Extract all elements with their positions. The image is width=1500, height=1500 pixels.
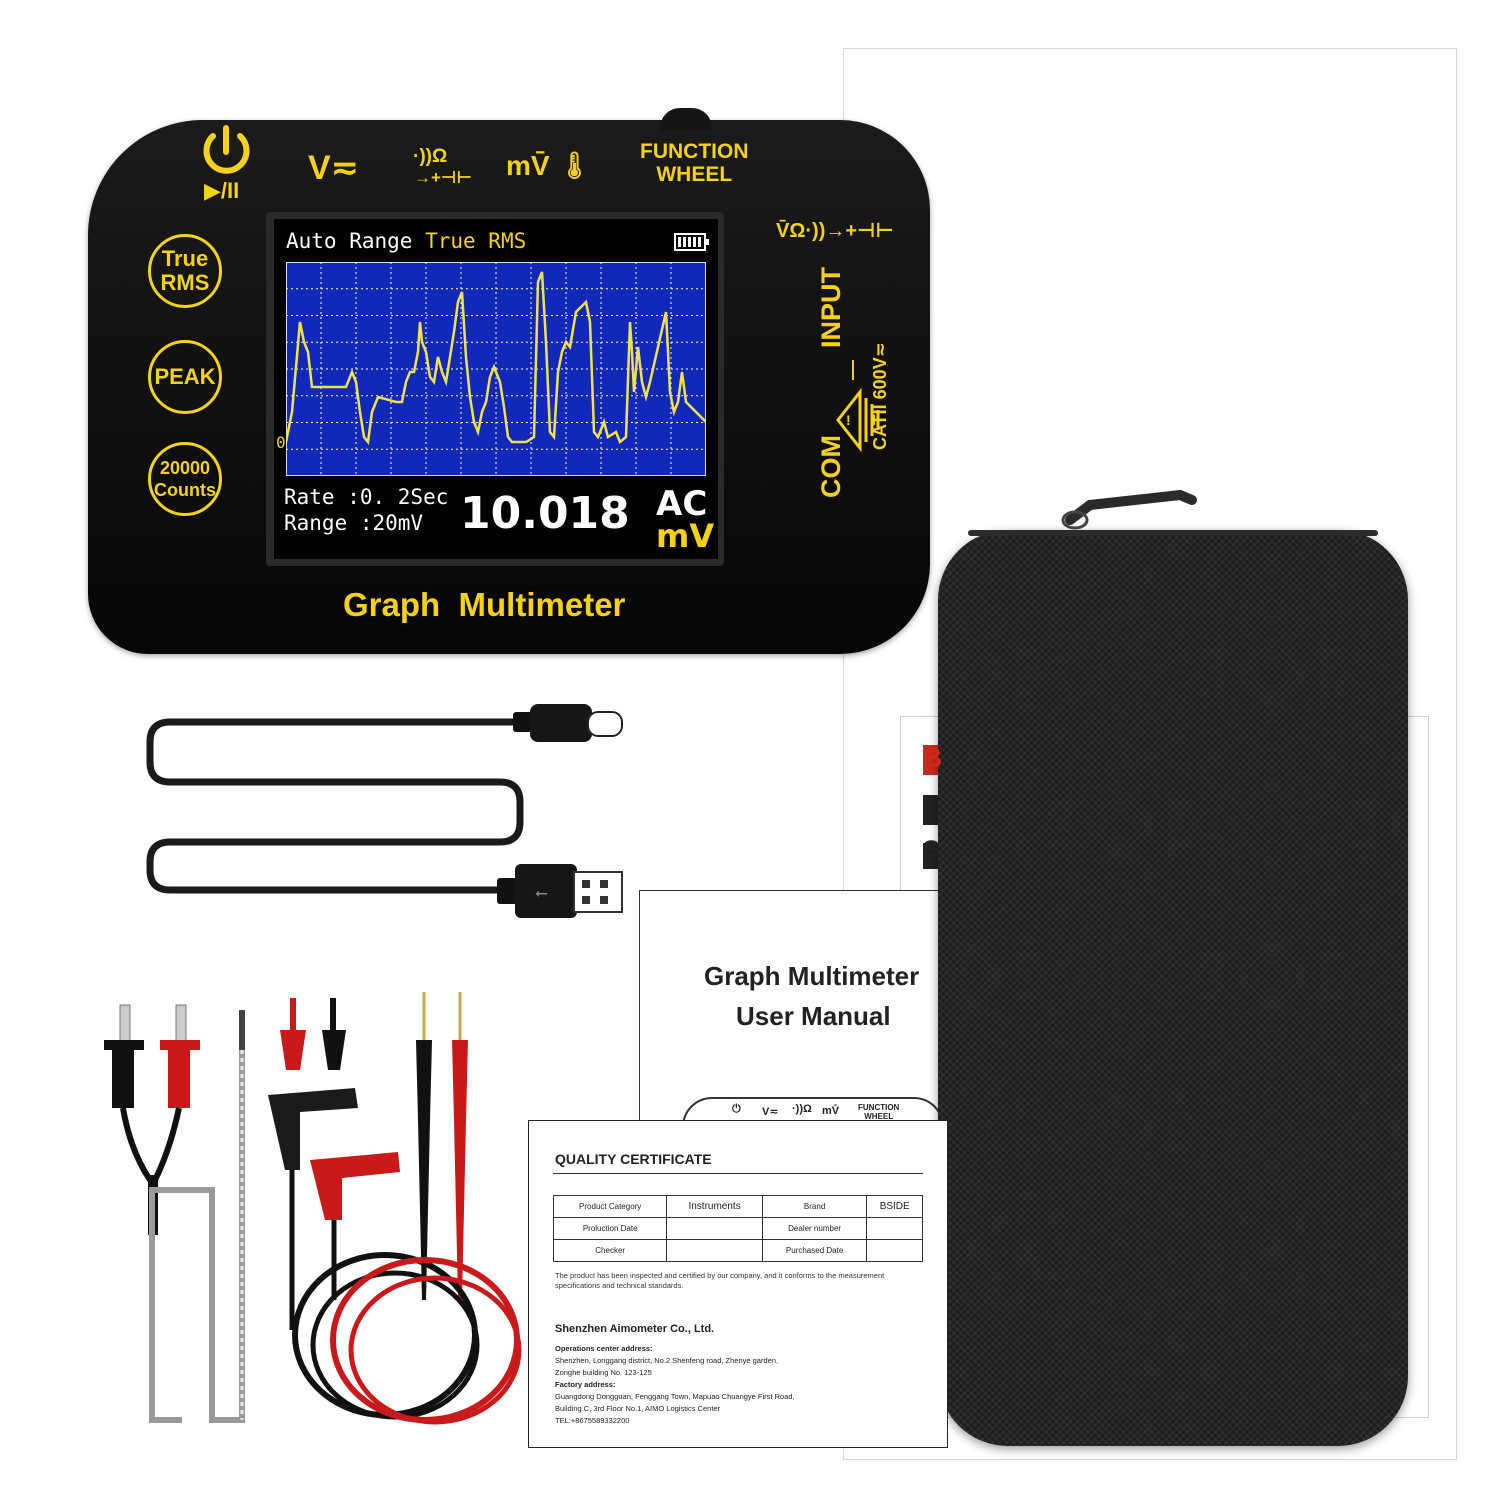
table-row: Proluction Date Dealer number [552, 1217, 923, 1240]
counts-line2: Counts [154, 480, 216, 500]
ops-label: Operations center address: [555, 1344, 653, 1353]
play-pause-label: ▶/II [204, 178, 240, 203]
table-row: Product Category Instruments Brand BSIDE [552, 1195, 923, 1218]
table-row: Checker Purchased Date [552, 1239, 923, 1262]
certificate-rule [553, 1173, 923, 1174]
volt-mode-label: V≂ [308, 149, 360, 187]
input-jack-label: INPUT [816, 267, 846, 348]
table-cell: Instruments [666, 1195, 763, 1218]
brand-name: Graph Multimeter [343, 586, 625, 624]
table-cell: Dealer number [761, 1217, 868, 1240]
lcd-screen: Auto Range True RMS 0 Rate :0. 2Sec Rang… [274, 219, 718, 559]
svg-text:⭠: ⭠ [535, 883, 548, 902]
inner-sheet-letter-b: B [922, 742, 943, 773]
manual-title-line2: User Manual [736, 1001, 891, 1031]
quality-certificate: QUALITY CERTIFICATE Product Category Ins… [528, 1120, 948, 1448]
user-manual: Graph Multimeter User Manual ⏻ V≂ ·))Ω m… [639, 890, 944, 1139]
factory-line2: Building C, 3rd Floor No.1, AIMO Logisti… [555, 1404, 721, 1413]
manual-function-label: FUNCTION WHEEL [858, 1103, 899, 1121]
cat-rating-label: CATII 600V≂ [870, 342, 890, 450]
counts-line1: 20000 [159, 458, 211, 478]
ops-line2: Zonghe building No. 123-125 [555, 1368, 652, 1377]
function-wheel-label: FUNCTION WHEEL [640, 140, 749, 186]
telephone: TEL:+8675589332200 [555, 1416, 630, 1425]
function-wheel-knob[interactable] [660, 108, 712, 130]
brand-word-graph: Graph [343, 586, 441, 623]
red-letter-block [923, 745, 941, 775]
unit-ac: AC [656, 484, 708, 524]
peak-label: PEAK [154, 364, 216, 389]
rate-readout: Rate :0. 2Sec [284, 485, 449, 509]
ops-line1: Shenzhen, Longgang district, No.2 Shenfe… [555, 1356, 779, 1365]
svg-text:!: ! [846, 412, 851, 428]
diode-cap-mode-label: →+⊣⊢ [414, 168, 473, 187]
input-symbols-label: V̄Ω·))→+⊣⊢ [776, 220, 894, 242]
waveform-trace [286, 271, 706, 446]
certificate-title: QUALITY CERTIFICATE [555, 1151, 712, 1167]
table-cell: Purchased Date [761, 1239, 868, 1262]
manual-function-line1: FUNCTION [858, 1103, 900, 1112]
manual-title-line1: Graph Multimeter [704, 961, 920, 991]
com-jack-label: COM [816, 435, 846, 498]
inner-sheet-letter-g: G [922, 836, 941, 863]
table-cell [666, 1239, 763, 1262]
carrying-case [938, 530, 1408, 1446]
black-letter-block [923, 843, 941, 869]
company-name: Shenzhen Aimometer Co., Ltd. [555, 1323, 715, 1335]
manual-power-icon: ⏻ [732, 1103, 741, 1115]
manual-resistance-label: ·))Ω [792, 1103, 812, 1115]
operations-address: Operations center address: Shenzhen, Lon… [555, 1343, 925, 1427]
millivolt-mode-label: mV̄ [506, 150, 550, 181]
table-cell: Proluction Date [552, 1217, 668, 1240]
manual-millivolt-label: mV̄ [822, 1105, 840, 1117]
function-wheel-line2: WHEEL [656, 163, 733, 186]
factory-label: Factory address: [555, 1380, 616, 1389]
range-readout: Range :20mV [284, 511, 424, 535]
waveform-plot [286, 262, 706, 476]
brand-word-multimeter: Multimeter [458, 586, 626, 623]
thermometer-icon: 🌡 [558, 150, 592, 180]
multimeter-device: ▶/II V≂ ·))Ω →+⊣⊢ mV̄ 🌡 FUNCTION WHEEL T… [88, 108, 930, 654]
true-rms-indicator: True RMS [425, 229, 527, 253]
manual-function-line2: WHEEL [864, 1112, 894, 1121]
peak-button[interactable]: PEAK [148, 340, 222, 414]
table-cell [866, 1217, 923, 1240]
main-reading: 10.018 [460, 488, 630, 539]
factory-line1: Guangdong Dongguan, Fenggang Town, Mapua… [555, 1392, 795, 1401]
black-qr-block [923, 795, 941, 825]
table-cell: BSIDE [866, 1195, 923, 1218]
auto-range-label: Auto Range [286, 229, 413, 253]
true-rms-line2: RMS [160, 270, 210, 295]
battery-icon [674, 233, 709, 251]
table-cell: Checker [552, 1239, 668, 1262]
certificate-statement: The product has been inspected and certi… [555, 1271, 885, 1290]
table-cell [666, 1217, 763, 1240]
function-wheel-line1: FUNCTION [640, 140, 749, 163]
table-cell: Brand [761, 1195, 868, 1218]
screen-header: Auto Range True RMS [286, 229, 526, 253]
true-rms-line1: True [161, 246, 209, 271]
certificate-table: Product Category Instruments Brand BSIDE… [552, 1195, 923, 1262]
case-zipper [968, 530, 1378, 536]
zero-marker: 0 [276, 433, 286, 452]
resistance-mode-label: ·))Ω [413, 146, 448, 167]
manual-volt-label: V≂ [762, 1106, 779, 1118]
unit-mv: mV [656, 517, 715, 555]
table-cell [866, 1239, 923, 1262]
table-cell: Product Category [552, 1195, 668, 1218]
